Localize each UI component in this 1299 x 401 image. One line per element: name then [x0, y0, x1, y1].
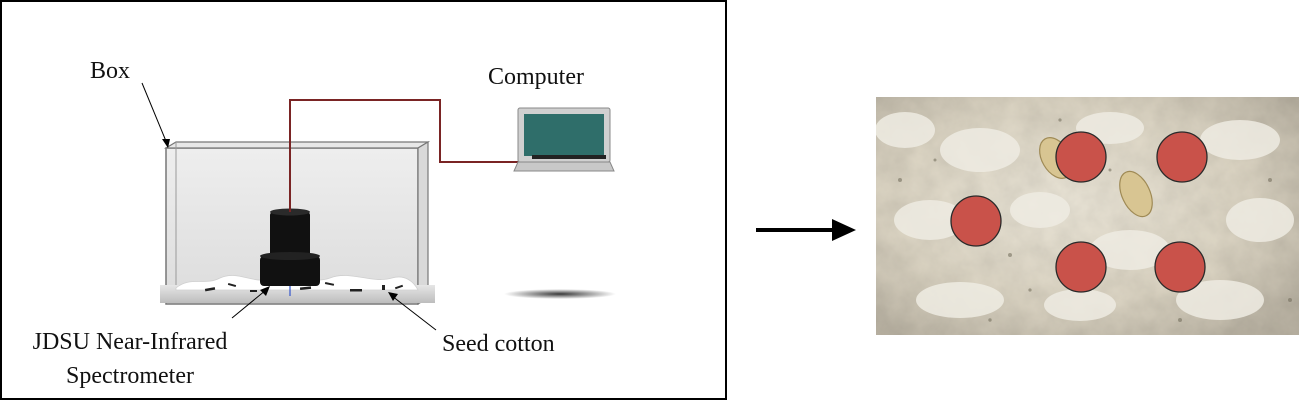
computer-label: Computer: [488, 64, 584, 90]
laptop-computer: [513, 107, 615, 172]
flow-arrow: [756, 219, 856, 241]
measurement-point: [1156, 131, 1208, 183]
measurement-point: [1154, 241, 1206, 293]
spectrometer-label-line2: Spectrometer: [66, 363, 194, 389]
measurement-point: [950, 195, 1002, 247]
seed-cotton-label: Seed cotton: [442, 331, 555, 357]
cotton-sample-photo: [876, 97, 1299, 335]
seed-cotton-leader-line: [391, 295, 437, 331]
box-leader-arrowhead: [162, 139, 170, 148]
spectrometer-leader-line: [231, 289, 267, 319]
seed-cotton-leader-arrowhead: [388, 292, 398, 301]
spectrometer-leader-arrowhead: [260, 286, 270, 296]
measurement-point: [1055, 131, 1107, 183]
box-label: Box: [90, 58, 130, 84]
box-leader-line: [141, 82, 169, 147]
spectrometer-label-line1: JDSU Near-Infrared: [33, 329, 228, 355]
measurement-point: [1055, 241, 1107, 293]
data-cable: [289, 99, 522, 212]
computer-shadow: [504, 289, 616, 299]
